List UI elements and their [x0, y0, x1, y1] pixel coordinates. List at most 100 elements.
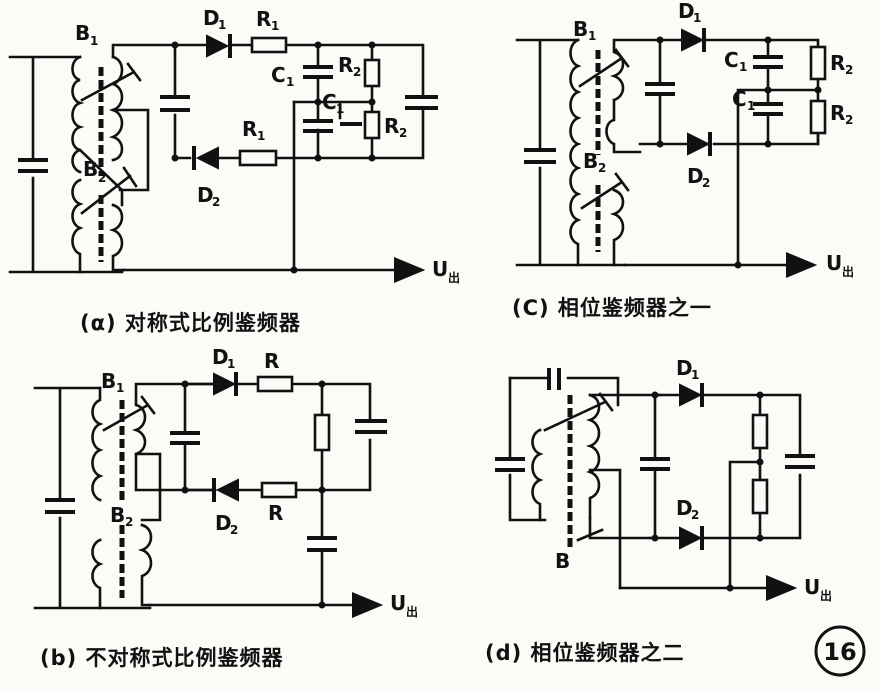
label-c-d1-sub: 1	[693, 11, 701, 25]
label-d-d1-sub: 1	[691, 368, 699, 382]
label-d-output: U	[804, 575, 820, 599]
resistor-c-r2-top	[809, 45, 827, 81]
label-a-r1b-sub: 1	[257, 129, 265, 143]
circuit-a-tuning-capacitor	[160, 43, 190, 160]
label-a-r2a-sub: 2	[353, 65, 361, 79]
label-c-r2a-sub: 2	[845, 63, 853, 77]
circuit-c-transformer: B 1 B 2	[515, 17, 662, 267]
label-a-output: U	[432, 257, 448, 281]
label-a-b1: B	[75, 21, 90, 45]
label-b-output-sub: 出	[406, 604, 418, 619]
label-c-b1-sub: 1	[588, 29, 596, 43]
label-d-b: B	[555, 549, 570, 573]
circuit-a-load: C 1 R 2 C 1 R 2	[271, 43, 438, 160]
label-a-r2a: R	[338, 53, 353, 77]
resistor-d-top	[751, 413, 769, 450]
circuit-b-tuning-capacitor	[170, 380, 200, 494]
circuit-c-load: C 1 C 1 R 2 R 2	[724, 36, 853, 267]
circuit-b-transformer: B 1 B 2	[91, 369, 217, 610]
label-b-output: U	[390, 591, 406, 615]
resistor-b-r-bottom	[260, 481, 298, 499]
label-b-b2: B	[110, 503, 125, 527]
label-c-c1b-sub: 1	[747, 99, 755, 113]
label-c-r2b: R	[830, 101, 845, 125]
resistor-c-r2-bottom	[809, 99, 827, 135]
label-a-r2b-sub: 2	[399, 126, 407, 140]
label-b-r-top: R	[264, 349, 279, 373]
label-a-b2-sub: 2	[98, 171, 106, 185]
label-a-d1: D	[203, 6, 220, 30]
caption-a: (α) 对称式比例鉴频器	[80, 311, 301, 335]
circuit-d-diodes: D 1 D 2	[648, 356, 802, 550]
circuit-b-branches: D 1 D 2 R R	[183, 345, 387, 537]
circuit-c-output: U 出	[623, 251, 854, 279]
label-a-c1a-sub: 1	[286, 75, 294, 89]
label-b-d2-sub: 2	[230, 523, 238, 537]
resistor-a-r2-top	[363, 58, 381, 88]
circuit-d-transformer: B	[531, 392, 662, 590]
label-c-output-sub: 出	[842, 264, 854, 279]
circuit-d-load	[728, 391, 815, 590]
label-b-r-bottom: R	[268, 501, 283, 525]
circuit-b-load	[307, 382, 337, 607]
figure-number: 16	[823, 638, 856, 666]
resistor-d-bottom	[751, 478, 769, 515]
label-a-d2-sub: 2	[212, 195, 220, 209]
label-a-r1: R	[256, 7, 271, 31]
label-a-r1-sub: 1	[271, 19, 279, 33]
label-c-d2-sub: 2	[702, 176, 710, 190]
circuit-a-top-branch: D 1 R 1	[171, 6, 425, 99]
label-d-d1: D	[676, 356, 693, 380]
label-a-r2b: R	[384, 114, 399, 138]
resistor-a-r1-bottom	[238, 149, 278, 167]
figure-number-badge: 16	[814, 625, 866, 677]
label-b-d2: D	[215, 511, 232, 535]
label-c-output: U	[826, 251, 842, 275]
label-c-r2b-sub: 2	[845, 113, 853, 127]
label-a-c1a: C	[271, 63, 286, 87]
resistor-a-r1-top	[250, 36, 288, 54]
circuit-a-transformer: B 1 B 2	[71, 21, 177, 274]
diode-c-d2	[687, 132, 711, 156]
resistor-b-load	[313, 413, 331, 452]
label-c-b1: B	[573, 17, 588, 41]
diode-a-d2	[195, 146, 219, 170]
circuit-b-input	[33, 386, 152, 610]
label-a-b2: B	[83, 157, 98, 181]
resistor-b-r-top	[256, 375, 294, 393]
label-a-c1b-sub: 1	[336, 102, 344, 116]
label-c-d1: D	[678, 0, 695, 23]
label-b-d1-sub: 1	[227, 357, 235, 371]
caption-c: (C) 相位鉴频器之一	[512, 296, 712, 320]
label-d-output-sub: 出	[820, 588, 832, 603]
label-b-b2-sub: 2	[125, 515, 133, 529]
circuit-d: B D 1 D 2	[485, 356, 832, 665]
label-c-b2-sub: 2	[598, 161, 606, 175]
label-c-r2a: R	[830, 51, 845, 75]
label-a-d2: D	[197, 183, 214, 207]
circuit-b-output: U 出	[148, 591, 418, 619]
label-b-b1: B	[101, 369, 116, 393]
diode-c-d1	[681, 28, 705, 52]
circuit-a-output: U 出	[122, 100, 460, 285]
label-a-output-sub: 出	[448, 270, 460, 285]
diode-d-d1	[679, 383, 703, 407]
diode-b-d1	[213, 372, 237, 396]
label-a-r1b: R	[242, 117, 257, 141]
label-d-d2: D	[676, 496, 693, 520]
label-c-d2: D	[687, 164, 704, 188]
diode-d-d2	[679, 526, 703, 550]
label-b-b1-sub: 1	[116, 381, 124, 395]
diode-a-d1	[206, 34, 230, 58]
label-c-c1b: C	[732, 87, 747, 111]
circuit-d-input	[495, 368, 620, 522]
circuit-c-tuning-capacitor	[638, 36, 702, 148]
label-a-c1b: C	[322, 90, 337, 114]
diode-b-d2	[215, 478, 239, 502]
caption-d: (d) 相位鉴频器之二	[485, 641, 685, 665]
circuit-d-output: U 出	[618, 575, 832, 603]
circuit-c: B 1 B 2 D 1 D 2	[512, 0, 854, 320]
label-c-c1a: C	[724, 48, 739, 72]
label-a-d1-sub: 1	[218, 18, 226, 32]
